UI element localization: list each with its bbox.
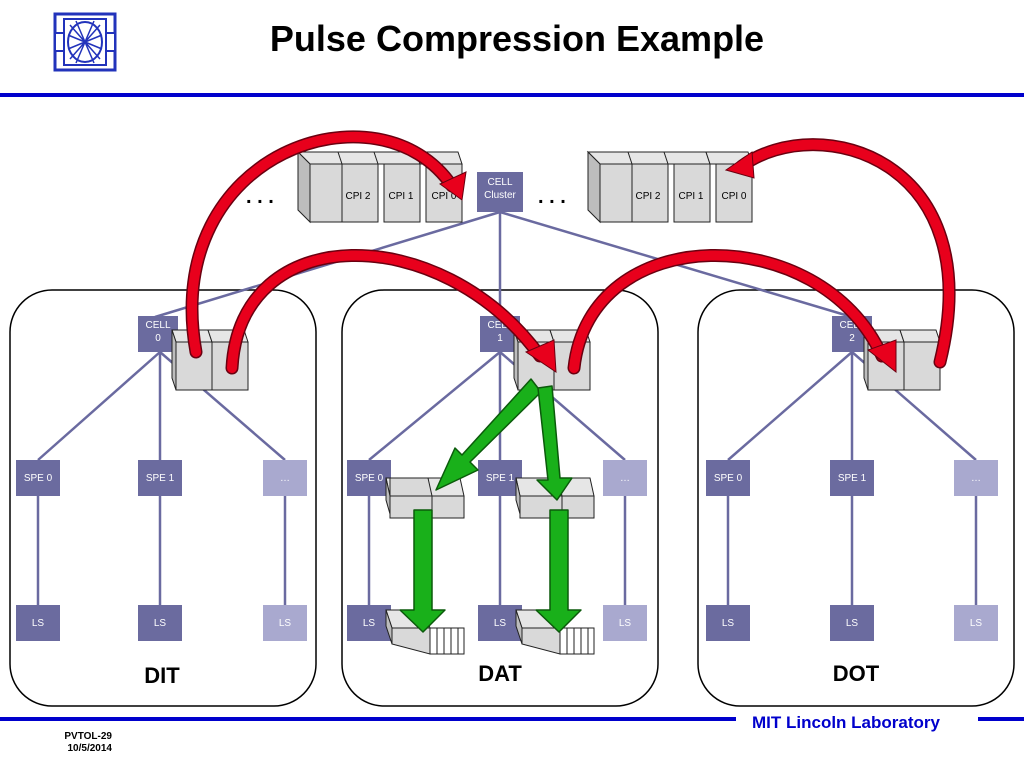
ls-label: LS	[154, 618, 167, 629]
cpi-right-0: CPI 0	[721, 191, 746, 202]
footer-slide-id: PVTOL-29 10/5/2014	[54, 731, 112, 755]
panel-dit	[9, 289, 317, 707]
panel-label-dit: DIT	[144, 663, 180, 688]
cpi-stack-right	[586, 150, 753, 224]
footer-lab-name: MIT Lincoln Laboratory	[752, 713, 940, 732]
ls-label: LS	[619, 618, 632, 629]
ls-label: LS	[363, 618, 376, 629]
red-arrows	[185, 130, 956, 375]
cpi-left-0: CPI 0	[431, 191, 456, 202]
green-arrows	[399, 378, 582, 633]
spe-label: SPE 1	[486, 473, 515, 484]
footer-code: PVTOL-29	[64, 731, 112, 742]
footer-rule-left	[0, 717, 736, 721]
spe-label: SPE 1	[146, 473, 175, 484]
footer-rule-right	[978, 717, 1024, 721]
cell-2-line2: 2	[849, 333, 855, 344]
cpi-left-2: CPI 2	[345, 191, 370, 202]
cpi-right-1: CPI 1	[678, 191, 703, 202]
spe-label: …	[620, 473, 630, 484]
ls-label: LS	[494, 618, 507, 629]
spe-label: …	[971, 473, 981, 484]
cpi-left-1: CPI 1	[388, 191, 413, 202]
cell-2-line1: CELL	[839, 320, 864, 331]
cpi-stack-left	[296, 150, 463, 224]
slide-title: Pulse Compression Example	[269, 18, 765, 59]
spe-block-0	[385, 477, 465, 519]
spe-label: SPE 0	[24, 473, 53, 484]
spe-label: SPE 0	[355, 473, 384, 484]
cell-0-line2: 0	[155, 333, 161, 344]
cell-0-line1: CELL	[145, 320, 170, 331]
footer-date: 10/5/2014	[67, 743, 113, 754]
ellipsis-left: . . .	[246, 186, 274, 208]
ls-label: LS	[722, 618, 735, 629]
ls-label: LS	[32, 618, 45, 629]
spe-nodes	[16, 460, 998, 496]
title-rule	[0, 93, 1024, 97]
spe-label: SPE 1	[838, 473, 867, 484]
cell-node-0	[138, 316, 178, 352]
ls-nodes	[16, 605, 998, 641]
ellipsis-mid: . . .	[538, 186, 566, 208]
panel-dot	[697, 289, 1015, 707]
cluster-line2: Cluster	[484, 190, 516, 201]
spe-label: …	[280, 473, 290, 484]
ls-label: LS	[279, 618, 292, 629]
panel-label-dat: DAT	[478, 661, 522, 686]
cell-1-line2: 1	[497, 333, 503, 344]
cpi-right-2: CPI 2	[635, 191, 660, 202]
ls-label: LS	[970, 618, 983, 629]
cell-cluster-node	[477, 172, 523, 212]
ls-label: LS	[846, 618, 859, 629]
spe-label: SPE 0	[714, 473, 743, 484]
cluster-line1: CELL	[487, 177, 512, 188]
panel-label-dot: DOT	[833, 661, 880, 686]
cell-1-line1: CELL	[487, 320, 512, 331]
lincoln-lab-logo	[53, 12, 117, 72]
panel-connectors	[36, 351, 978, 605]
